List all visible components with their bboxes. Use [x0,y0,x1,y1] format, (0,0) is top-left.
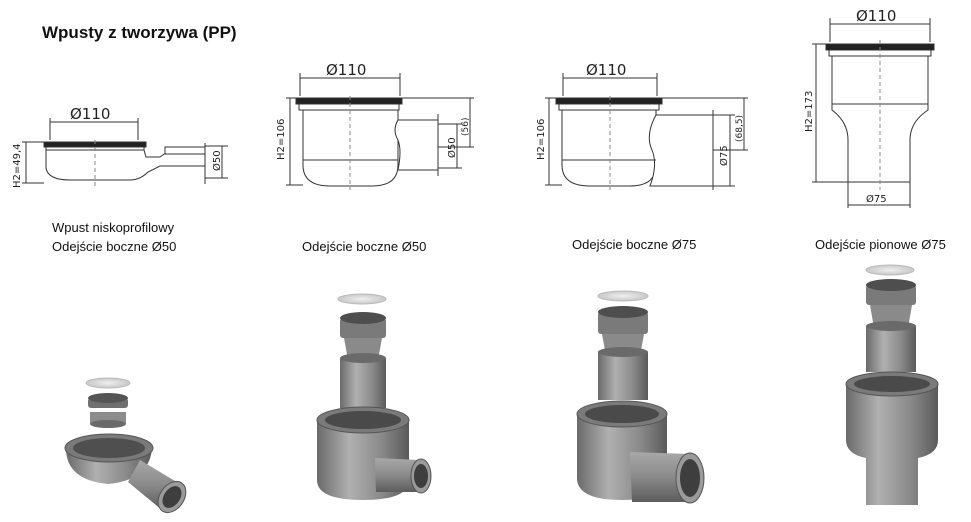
dim-outlet-2: Ø50 [446,137,458,158]
dim-top-4: Ø110 [856,7,896,25]
dim-outlet-4: Ø75 [866,193,887,205]
dim-outlet-height-2: (56) [461,118,471,136]
caption-drain-3: Odejście boczne Ø75 [572,235,696,254]
drain-render-1 [64,377,187,514]
dim-top-1: Ø110 [70,105,110,123]
caption-line: Odejście boczne Ø50 [52,239,177,254]
dim-height-1: H2=49,4 [12,143,23,188]
technical-drawing-1 [22,118,228,186]
drain-render-2 [316,293,432,500]
caption-line: Odejście boczne Ø50 [302,239,427,254]
caption-line: Wpust niskoprofilowy [52,220,175,235]
dim-outlet-height-3: (68,5) [735,115,745,142]
technical-drawing-4 [812,18,935,208]
caption-line: Odejście boczne Ø75 [572,237,697,252]
dim-height-4: H2=173 [804,91,815,132]
dim-top-2: Ø110 [326,61,366,79]
dim-top-3: Ø110 [586,61,626,79]
dim-outlet-1: Ø50 [211,150,223,171]
technical-drawing-3 [545,73,748,190]
technical-drawing-2 [286,73,474,190]
drain-render-4 [845,264,939,505]
drain-render-3 [576,290,705,504]
caption-line: Odejście pionowe Ø75 [815,237,946,252]
dim-height-3: H2=106 [536,119,547,160]
dim-outlet-3: Ø75 [718,145,730,166]
caption-drain-4: Odejście pionowe Ø75 [815,235,946,254]
caption-drain-1: Wpust niskoprofilowy Odejście boczne Ø50 [52,218,176,256]
caption-drain-2: Odejście boczne Ø50 [302,237,426,256]
page-title: Wpusty z tworzywa (PP) [42,23,237,42]
dim-height-2: H2=106 [276,119,287,160]
